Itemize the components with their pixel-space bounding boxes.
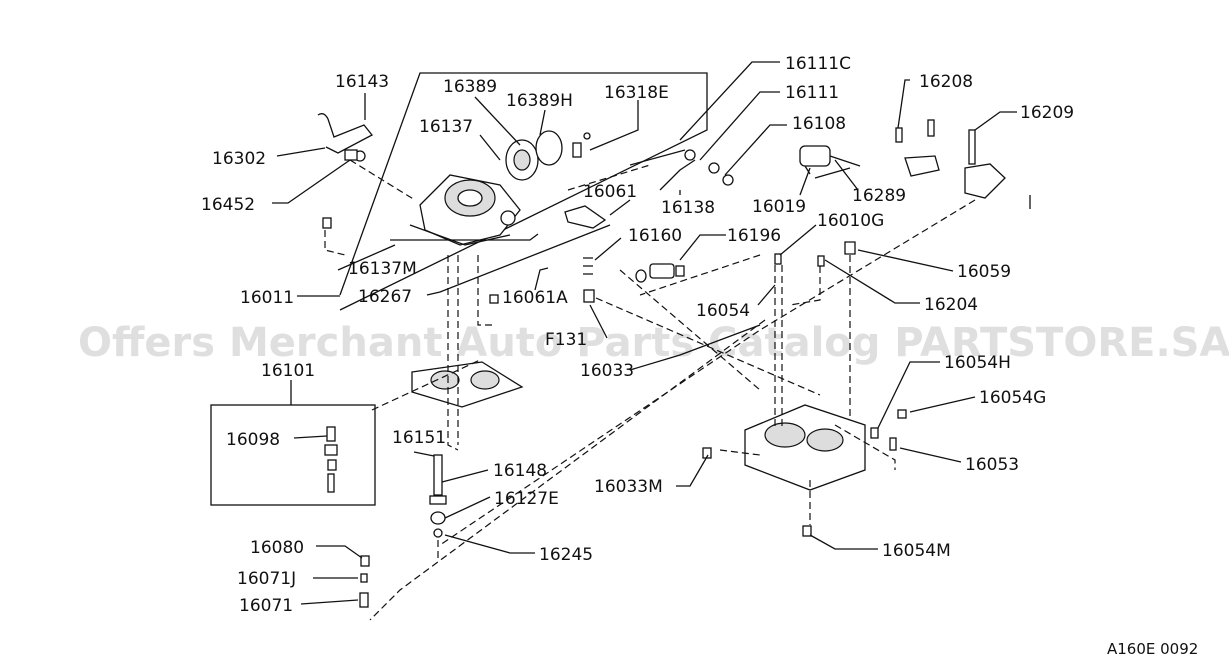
label-16019: 16019: [752, 197, 806, 217]
label-16033: 16033: [580, 361, 634, 381]
bracket-16208-part: [895, 119, 940, 177]
screw-16053-part: [889, 437, 897, 451]
label-16011: 16011: [240, 288, 294, 308]
label-16137M: 16137M: [348, 259, 417, 279]
assembly-dashed-lines: [324, 159, 976, 621]
label-16054: 16054: [696, 301, 750, 321]
switch-16209-part: [964, 129, 1031, 209]
label-16071J: 16071J: [237, 569, 296, 589]
label-16160: 16160: [628, 226, 682, 246]
fuel-filter-part: [635, 263, 685, 283]
part-labels: 16143 16389 16389H 16318E 16111C 16111 1…: [201, 54, 1074, 616]
label-16061A: 16061A: [502, 288, 568, 308]
label-16054M: 16054M: [882, 541, 951, 561]
label-16111C: 16111C: [785, 54, 851, 74]
label-16302: 16302: [212, 149, 266, 169]
label-16061: 16061: [583, 182, 637, 202]
jet-16071-part: [359, 555, 370, 608]
label-16059: 16059: [957, 262, 1011, 282]
screw-16054H-part: [870, 427, 879, 439]
label-16204: 16204: [924, 295, 978, 315]
screw-16054G-part: [897, 409, 907, 419]
label-16318E: 16318E: [604, 83, 669, 103]
label-16452: 16452: [201, 195, 255, 215]
label-16389H: 16389H: [506, 91, 573, 111]
rod-clip-2-part: [708, 162, 720, 174]
screw-2-part: [489, 294, 499, 304]
vacuum-break-part: [564, 205, 607, 229]
pump-plunger-part: [429, 454, 447, 538]
label-16108: 16108: [792, 114, 846, 134]
label-16071: 16071: [239, 596, 293, 616]
label-16196: 16196: [727, 226, 781, 246]
label-16143: 16143: [335, 72, 389, 92]
label-16209: 16209: [1020, 103, 1074, 123]
carb-top-cover-part: [409, 174, 521, 246]
label-16033M: 16033M: [594, 477, 663, 497]
label-16080: 16080: [250, 538, 304, 558]
screw-3-part: [774, 253, 782, 265]
label-16127E: 16127E: [494, 489, 559, 509]
choke-link-part: [317, 113, 373, 162]
label-16010G: 16010G: [817, 211, 884, 231]
plug-16059-part: [844, 241, 856, 255]
gasket-16137M-part: [390, 233, 539, 241]
carb-main-body-part: [744, 404, 866, 491]
leader-lines: [272, 61, 1017, 605]
label-F131: F131: [545, 330, 587, 350]
label-16101: 16101: [261, 361, 315, 381]
label-16289: 16289: [852, 186, 906, 206]
link-rod-part: [629, 149, 696, 191]
screw-part: [322, 217, 332, 229]
label-16111: 16111: [785, 83, 839, 103]
rod-clip-part: [684, 149, 696, 161]
label-16137: 16137: [419, 117, 473, 137]
label-16267: 16267: [358, 287, 412, 307]
assembly-bracket-16011: [339, 72, 708, 311]
label-16245: 16245: [539, 545, 593, 565]
label-16098: 16098: [226, 430, 280, 450]
solenoid-part: [799, 145, 861, 179]
label-16053: 16053: [965, 455, 1019, 475]
label-16151: 16151: [392, 428, 446, 448]
label-16054G: 16054G: [979, 388, 1046, 408]
kit-box-16101: [210, 404, 376, 506]
choke-housing-part: [505, 130, 591, 181]
rod-clip-3-part: [722, 174, 734, 186]
watermark: Offers Merchant Auto Parts Catalog PARTS…: [78, 320, 1229, 366]
figure-code: A160E 0092: [1107, 640, 1198, 658]
flange-gasket-part: [411, 361, 524, 408]
label-16208: 16208: [919, 72, 973, 92]
label-16148: 16148: [493, 461, 547, 481]
spring-16160-part: [583, 257, 593, 275]
seat-part: [583, 289, 595, 303]
label-16054H: 16054H: [944, 353, 1011, 373]
screw-16054M-part: [802, 525, 812, 537]
screw-4-part: [817, 255, 825, 267]
jet-16098-part: [324, 426, 338, 493]
label-16389: 16389: [443, 77, 497, 97]
label-16138: 16138: [661, 198, 715, 218]
